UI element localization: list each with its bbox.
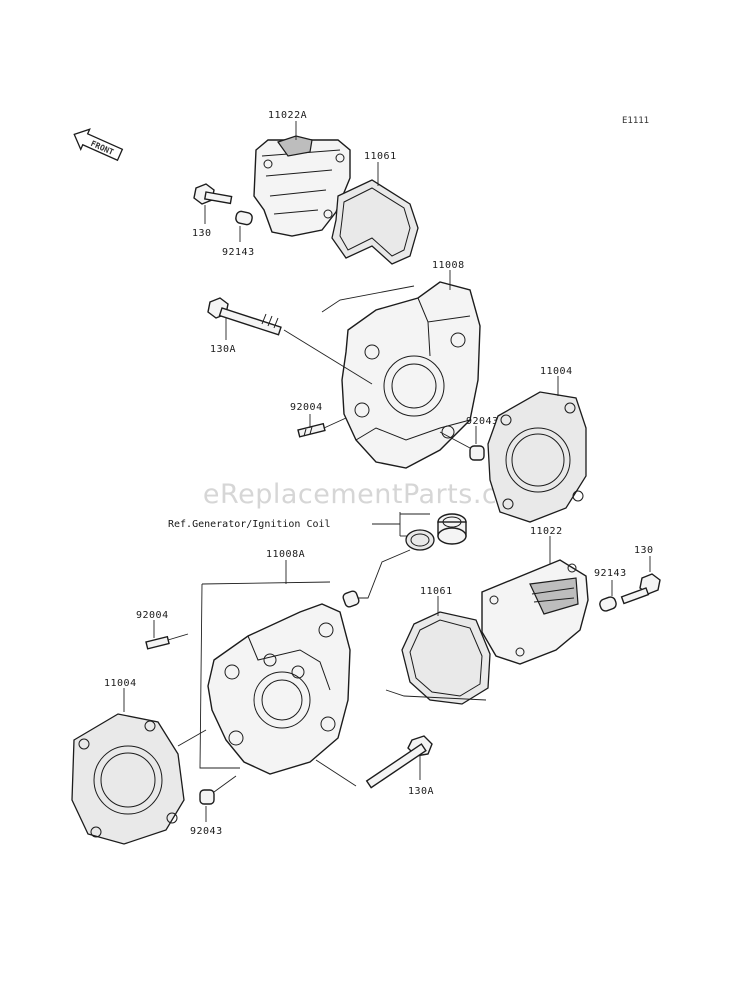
bushing-92143-right [599, 596, 617, 612]
gasket-11061-mid [401, 611, 491, 705]
head-gasket-11004-right [487, 391, 587, 523]
label-130-top: 130 [192, 228, 212, 239]
label-11008: 11008 [432, 260, 465, 271]
dowel-92043-bottom [199, 789, 215, 805]
label-11004-left: 11004 [104, 678, 137, 689]
bolt-130-top [193, 183, 233, 205]
bolt-130-right [620, 573, 661, 605]
label-92043-bottom: 92043 [190, 826, 223, 837]
plug-cap [437, 513, 467, 545]
cylinder-head-11008A [207, 603, 351, 775]
label-11008A: 11008A [266, 549, 305, 560]
gasket-11061-top [331, 179, 419, 265]
label-130A-top: 130A [210, 344, 236, 355]
dowel-on-head [342, 590, 360, 608]
label-130-right: 130 [634, 545, 654, 556]
stud-92004-left [145, 635, 170, 650]
head-cover-11022 [481, 559, 589, 665]
o-ring [405, 529, 435, 551]
stud-92004-top [297, 422, 326, 438]
front-arrow-icon: FRONT [73, 128, 124, 162]
diagram-code: E1111 [622, 116, 649, 126]
label-11004-right: 11004 [540, 366, 573, 377]
bushing-92143-top [235, 210, 253, 226]
label-92004-left: 92004 [136, 610, 169, 621]
label-11022: 11022 [530, 526, 563, 537]
label-11061-top: 11061 [364, 151, 397, 162]
cylinder-head-11008 [341, 281, 481, 469]
head-gasket-11004-left [71, 713, 185, 845]
label-92004-top: 92004 [290, 402, 323, 413]
bolt-130A-bottom [365, 735, 433, 789]
label-92043-top: 92043 [466, 416, 499, 427]
bolt-130A-top [207, 297, 282, 336]
label-11022A: 11022A [268, 110, 307, 121]
label-92143-top: 92143 [222, 247, 255, 258]
label-130A-bottom: 130A [408, 786, 434, 797]
dowel-92043-top [469, 445, 485, 461]
ref-generator-note: Ref.Generator/Ignition Coil [168, 519, 331, 530]
label-92143-right: 92143 [594, 568, 627, 579]
label-11061-mid: 11061 [420, 586, 453, 597]
watermark: eReplacementParts.com [203, 479, 541, 510]
head-cover-top [253, 135, 351, 237]
